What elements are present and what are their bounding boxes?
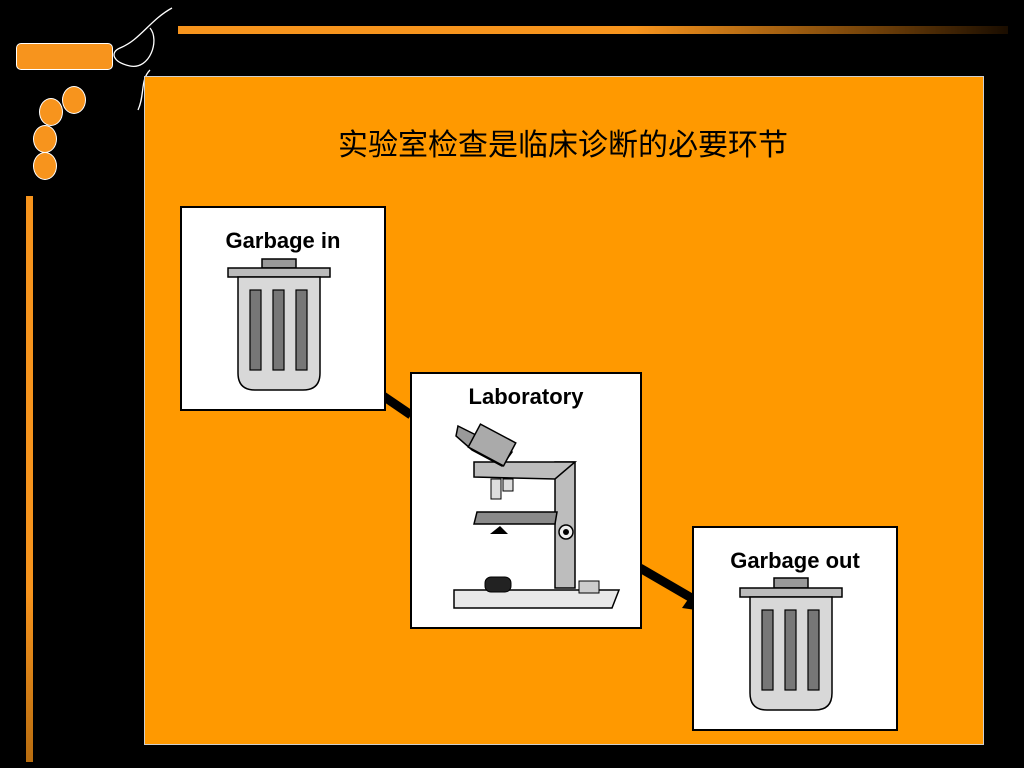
side-accent-bar (26, 196, 33, 762)
decorative-dot (62, 86, 86, 114)
trash-can-icon (227, 258, 331, 391)
trash-can-icon (739, 577, 843, 711)
decorative-dot (39, 98, 63, 126)
top-accent-bar (178, 26, 1008, 34)
garbage-out-box: Garbage out (692, 526, 898, 731)
laboratory-label: Laboratory (468, 384, 584, 409)
decorative-dot (33, 152, 57, 180)
garbage-out-label: Garbage out (730, 548, 860, 573)
arrow-lab-to-out (637, 564, 698, 604)
slide-title: 实验室检查是临床诊断的必要环节 (338, 128, 788, 163)
garbage-in-label: Garbage in (225, 228, 341, 253)
decorative-pill (16, 43, 113, 70)
garbage-in-box: Garbage in (180, 206, 386, 411)
microscope-icon (453, 423, 621, 609)
laboratory-box: Laboratory (410, 372, 642, 629)
